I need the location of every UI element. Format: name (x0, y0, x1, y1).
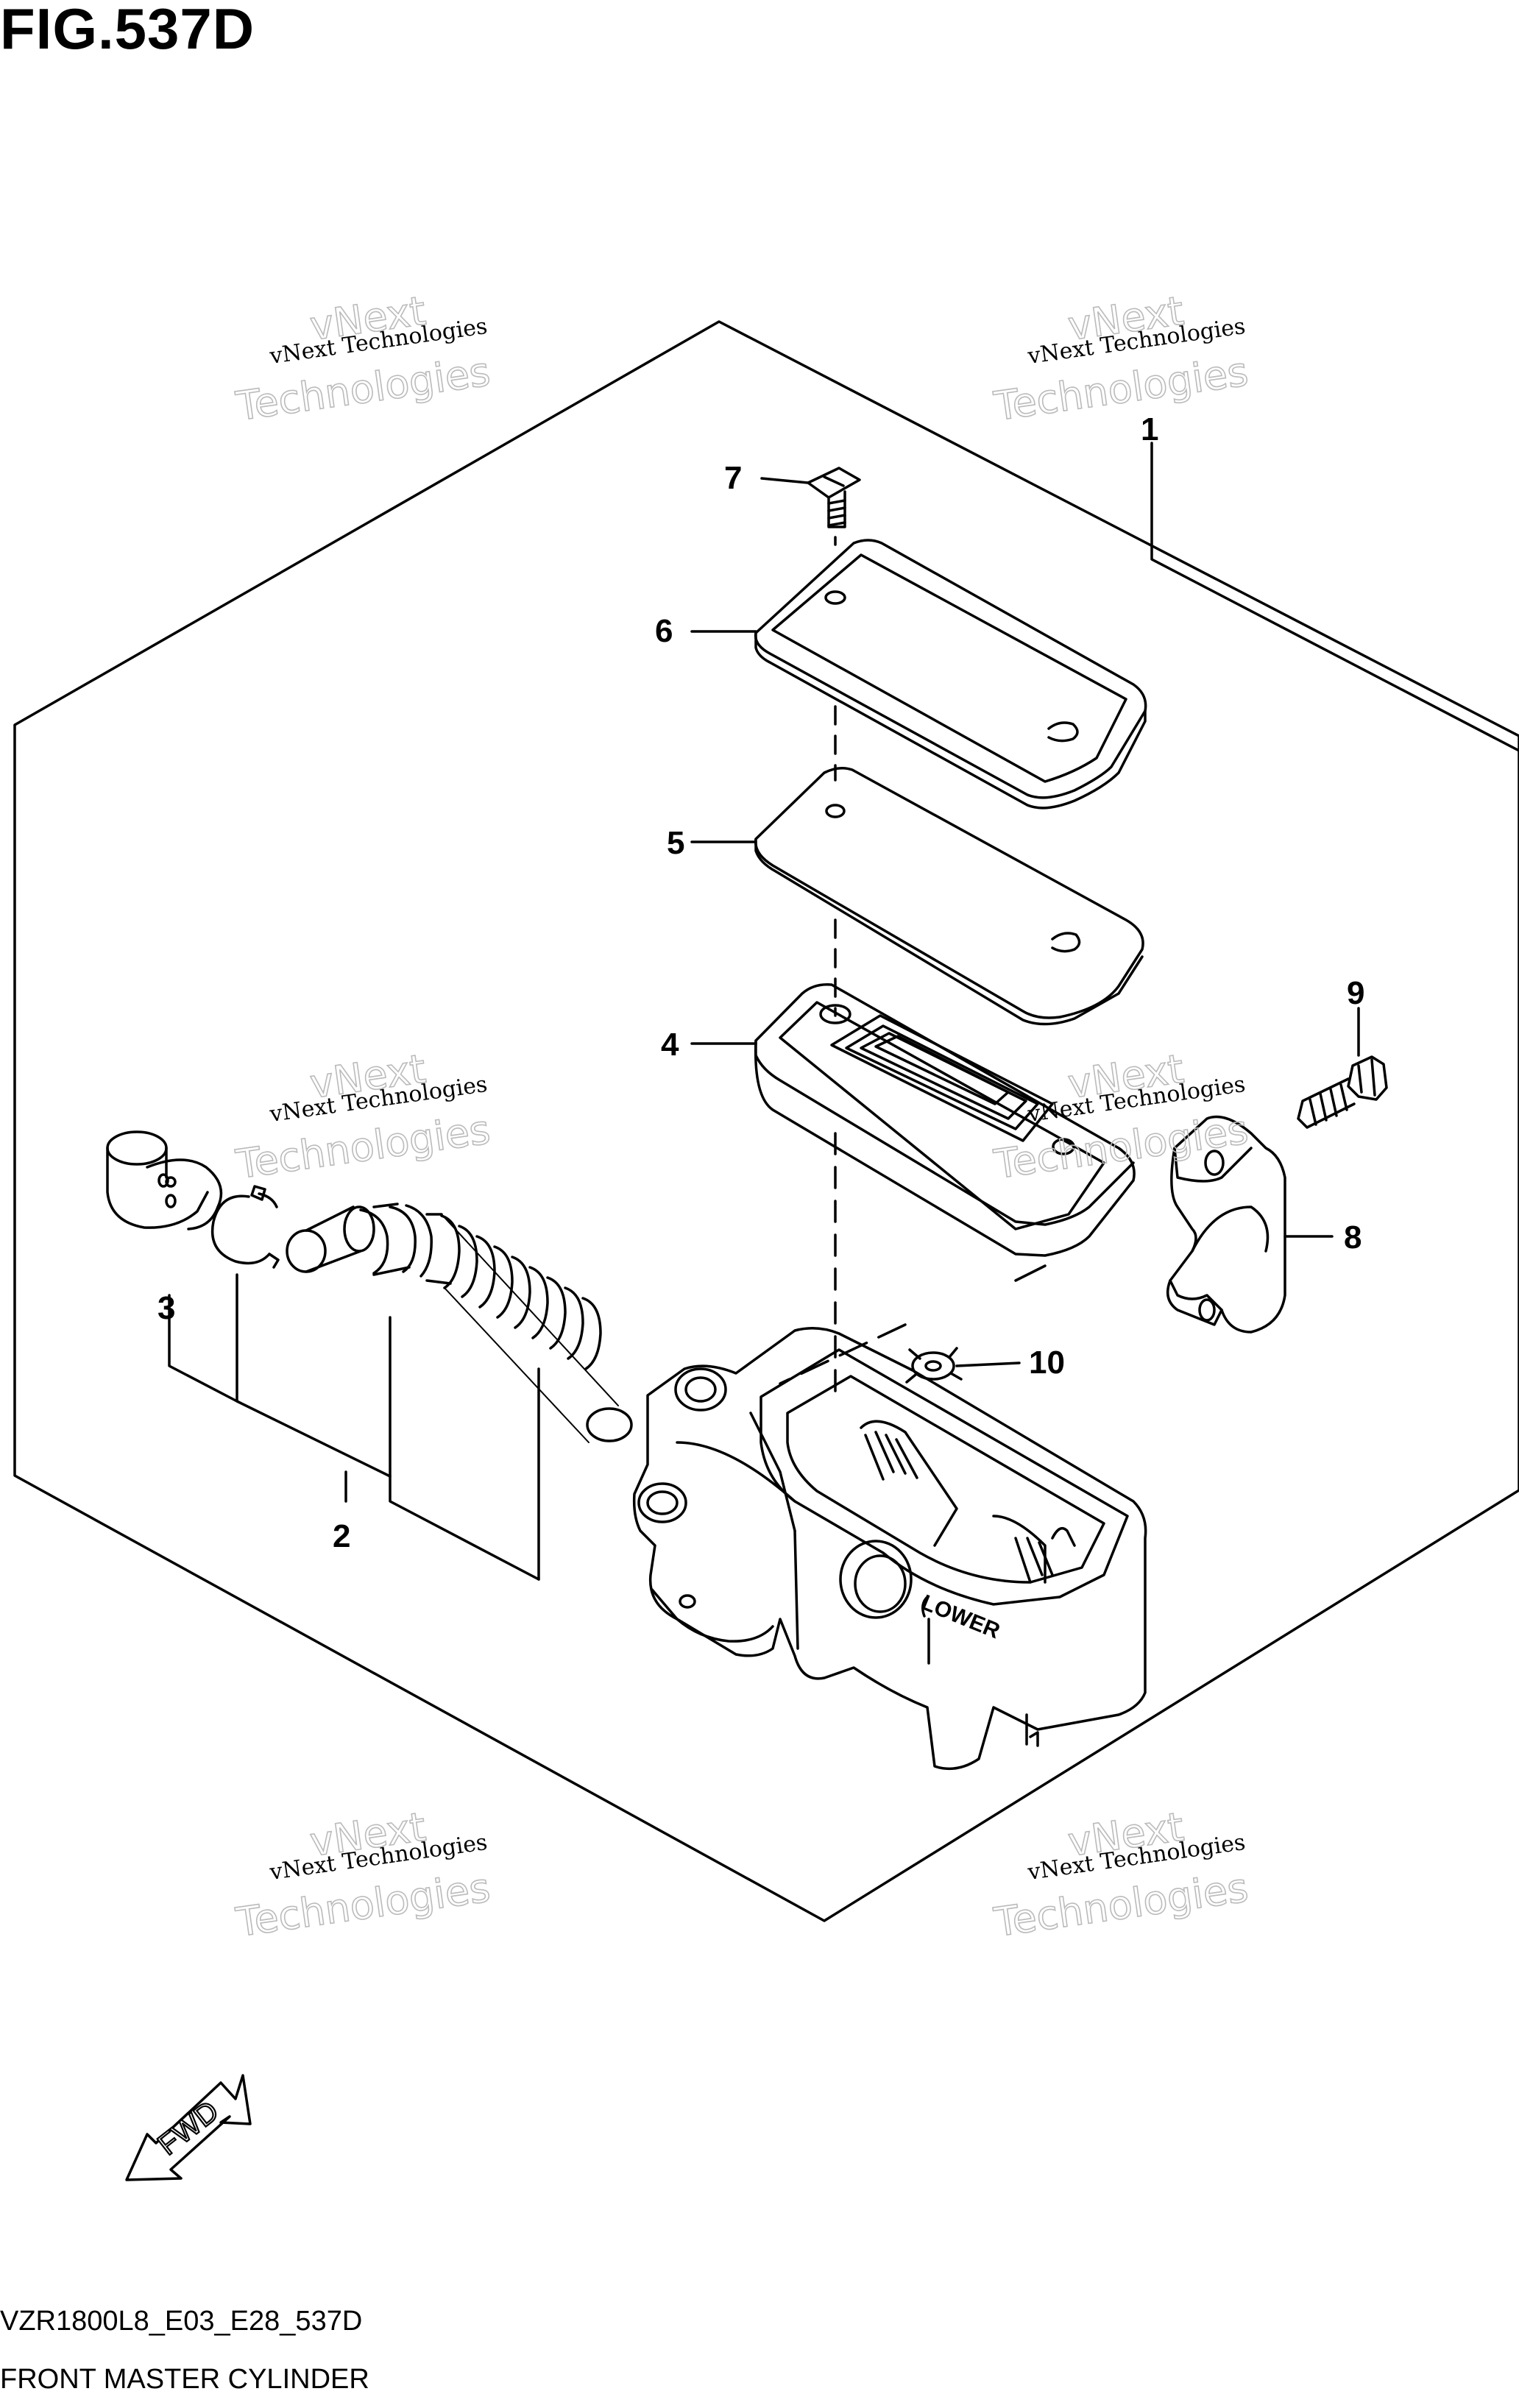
fwd-label: FWD (152, 2094, 224, 2161)
watermark-top-right: vNext Technologies vNext Technologies (991, 287, 1252, 431)
part-7-screw (760, 467, 861, 546)
callout-9[interactable]: 9 (1347, 975, 1364, 1011)
callout-6[interactable]: 6 (655, 613, 673, 649)
watermark-middle-left: vNext Technologies vNext Technologies (233, 1045, 494, 1189)
callout-7[interactable]: 7 (724, 460, 742, 496)
leader-bracket-2-3 (168, 1273, 540, 1581)
assembly-boundary (13, 320, 1519, 1922)
part-6-cap (690, 539, 1147, 810)
leader-1 (1150, 442, 1519, 752)
callout-8[interactable]: 8 (1344, 1219, 1362, 1256)
watermark-bottom-left: vNext Technologies vNext Technologies (233, 1803, 494, 1947)
callout-4[interactable]: 4 (661, 1027, 679, 1063)
fwd-arrow-icon (125, 2074, 252, 2181)
figure-code: VZR1800L8_E03_E28_537D (0, 2306, 363, 2337)
figure-title: FIG.537D (0, 0, 255, 61)
callout-5[interactable]: 5 (667, 825, 684, 861)
callout-2[interactable]: 2 (333, 1518, 350, 1554)
part-10-washer (779, 1323, 1021, 1385)
watermark-bottom-right: vNext Technologies vNext Technologies (991, 1803, 1252, 1947)
circlip (210, 1185, 280, 1269)
figure-name: FRONT MASTER CYLINDER (0, 2364, 369, 2395)
part-4-plate (690, 983, 1136, 1400)
callout-10[interactable]: 10 (1029, 1345, 1065, 1381)
body-marking-lower: LOWER (918, 1590, 1003, 1644)
part-9-bolt (1297, 1007, 1388, 1129)
master-cylinder-body (632, 1327, 1147, 1771)
watermark-top-left: vNext Technologies vNext Technologies (233, 287, 494, 431)
part-2-piston (286, 1203, 633, 1443)
watermark-middle-right: vNext Technologies vNext Technologies (991, 1045, 1252, 1189)
part-5-diaphragm (690, 767, 1144, 1026)
callout-1[interactable]: 1 (1141, 411, 1158, 447)
callout-3[interactable]: 3 (157, 1290, 175, 1326)
part-8-clamp (1014, 1115, 1334, 1334)
part-3-boot (106, 1130, 223, 1230)
